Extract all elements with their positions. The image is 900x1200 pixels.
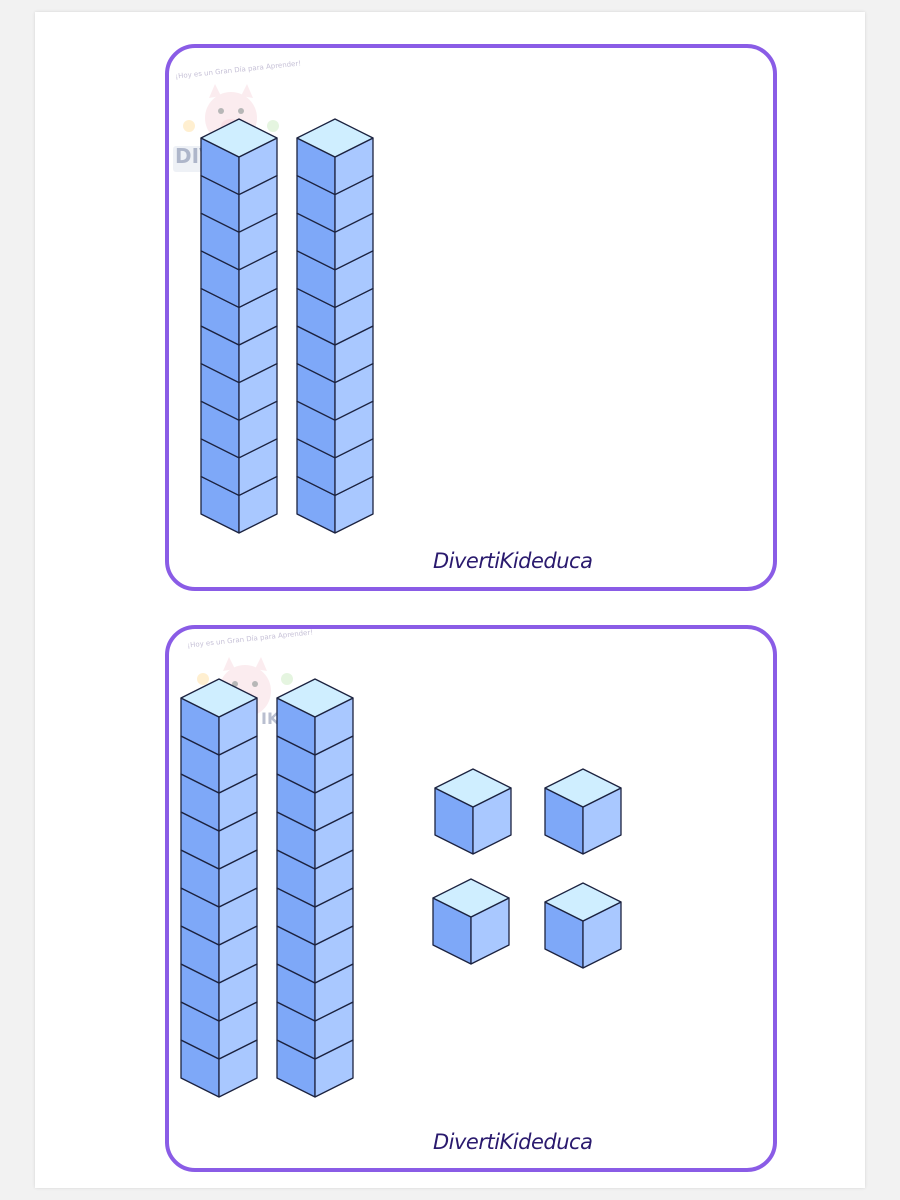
tens-rod [200, 118, 278, 534]
rod-cube [276, 678, 354, 756]
brand-label: DivertiKideduca [433, 1130, 593, 1154]
brand-label: DivertiKideduca [433, 549, 593, 573]
cube-top-face [544, 768, 622, 808]
rod-cube [200, 400, 278, 459]
tens-rod [180, 678, 258, 1098]
card-1-blocks [200, 118, 374, 534]
rod-cube [200, 118, 278, 196]
worksheet-page: ¡Hoy es un Gran Día para Aprender! DIV D… [35, 12, 865, 1188]
tens-rod [296, 118, 374, 534]
rod-cube [296, 400, 374, 459]
cube-top-face [276, 678, 354, 718]
rod-cube [296, 325, 374, 384]
cube-top-face [200, 118, 278, 158]
base-ten-card-1: ¡Hoy es un Gran Día para Aprender! DIV D… [165, 44, 777, 591]
cube-top-face [434, 768, 512, 808]
base-ten-card-2: ¡Hoy es un Gran Día para Aprender! IK Di… [165, 625, 777, 1172]
card-2-blocks [180, 678, 622, 1098]
unit-cube [544, 768, 622, 855]
cube-top-face [544, 882, 622, 922]
cube-top-face [296, 118, 374, 158]
tens-rods-group [200, 118, 374, 534]
rod-cube [200, 362, 278, 421]
tens-rod [276, 678, 354, 1098]
unit-cube [434, 768, 512, 855]
rod-cube [200, 475, 278, 534]
unit-cubes-group [432, 768, 622, 969]
cube-top-face [432, 878, 510, 918]
unit-cube [544, 882, 622, 969]
cube-top-face [180, 678, 258, 718]
rod-cube [296, 118, 374, 196]
tens-rods-group [180, 678, 354, 1098]
rod-cube [180, 678, 258, 756]
unit-cube [432, 878, 510, 965]
rod-cube [296, 287, 374, 346]
